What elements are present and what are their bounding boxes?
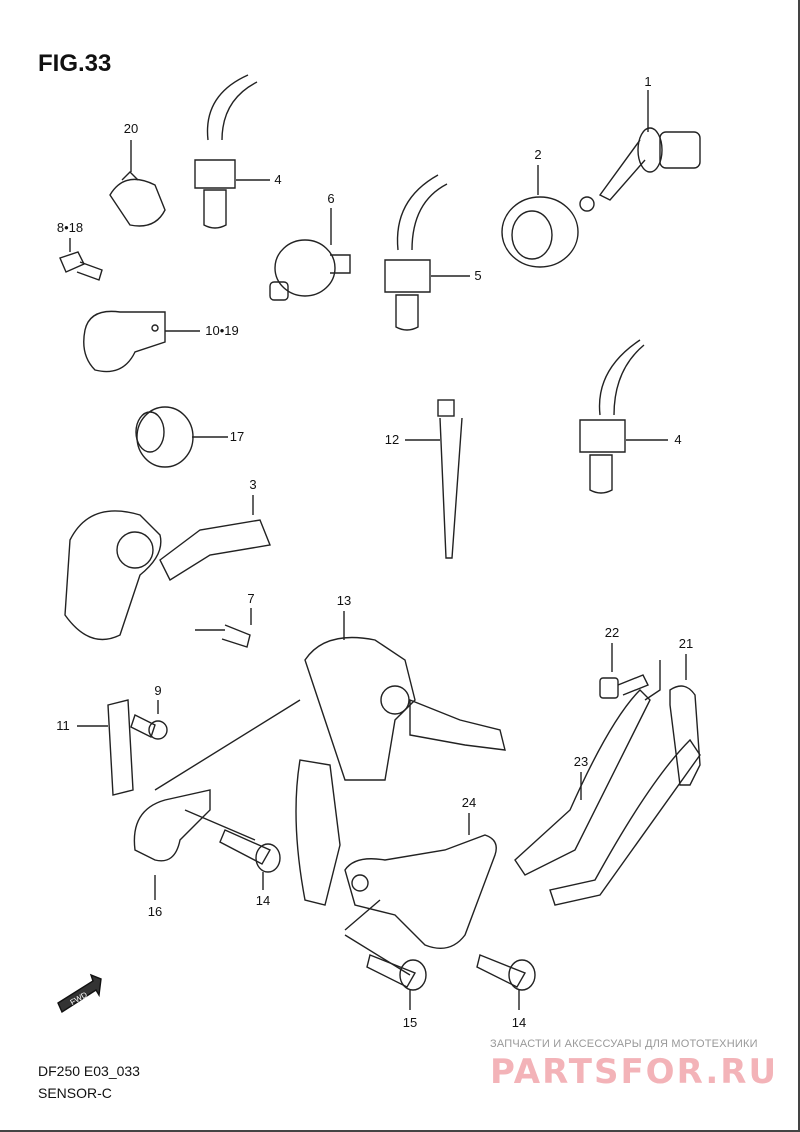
callout-17[interactable]: 17 xyxy=(229,429,245,444)
callout-15[interactable]: 15 xyxy=(402,1015,418,1030)
figure-title: FIG.33 xyxy=(38,50,112,77)
part-6-sensor xyxy=(269,208,351,301)
part-14-bolt-right xyxy=(476,954,536,1010)
callout-4[interactable]: 4 xyxy=(274,172,282,187)
part-8-18-bolt xyxy=(59,238,103,281)
model-code: DF250 E03_033 xyxy=(38,1063,140,1079)
callout-10-19[interactable]: 10•19 xyxy=(205,323,239,338)
callout-20[interactable]: 20 xyxy=(123,121,139,136)
callout-24[interactable]: 24 xyxy=(461,795,477,810)
callout-4-right[interactable]: 4 xyxy=(674,432,682,447)
part-11-strap xyxy=(77,699,134,796)
fwd-arrow-icon xyxy=(57,973,102,1014)
callout-2[interactable]: 2 xyxy=(534,147,542,162)
part-16-clip xyxy=(133,699,301,900)
part-10-19-clamp xyxy=(83,310,200,373)
callout-5[interactable]: 5 xyxy=(474,268,482,283)
part-5-sensor xyxy=(384,174,470,331)
callout-12[interactable]: 12 xyxy=(384,432,400,447)
callout-1[interactable]: 1 xyxy=(644,74,652,89)
callout-7[interactable]: 7 xyxy=(247,591,255,606)
callout-9[interactable]: 9 xyxy=(154,683,162,698)
callout-23[interactable]: 23 xyxy=(573,754,589,769)
callout-8-18[interactable]: 8•18 xyxy=(56,220,84,235)
callout-11[interactable]: 11 xyxy=(56,718,70,733)
part-4-temp-sensor-top xyxy=(194,74,270,229)
part-22-bolt xyxy=(599,643,649,699)
callout-14-bottom[interactable]: 14 xyxy=(511,1015,527,1030)
part-14-bolt-left xyxy=(219,829,281,890)
fwd-label: FWD xyxy=(69,990,89,1007)
part-24-bracket xyxy=(344,813,497,976)
part-20-clip xyxy=(109,140,166,227)
part-12-cable-tie xyxy=(405,399,463,559)
watermark-brand: PARTSFOR.RU xyxy=(490,1052,779,1092)
part-9-screw xyxy=(130,700,168,740)
part-13-bracket xyxy=(295,611,506,906)
part-15-bolt xyxy=(366,954,427,1010)
part-21-bracket xyxy=(644,654,701,786)
callout-21[interactable]: 21 xyxy=(678,636,694,651)
watermark-tagline: ЗАПЧАСТИ И АКСЕССУАРЫ ДЛЯ МОТОТЕХНИКИ xyxy=(490,1038,758,1050)
part-1-sensor xyxy=(579,90,701,212)
callout-16[interactable]: 16 xyxy=(147,904,163,919)
part-4-temp-sensor-right xyxy=(579,339,668,494)
callout-22[interactable]: 22 xyxy=(604,625,620,640)
fwd-label-wrap: FWD xyxy=(69,990,89,1007)
section-name: SENSOR-C xyxy=(38,1085,112,1101)
part-17-grommet xyxy=(135,406,228,468)
part-23-lever xyxy=(514,689,701,906)
callout-13[interactable]: 13 xyxy=(336,593,352,608)
part-2-grommet xyxy=(501,165,579,268)
callout-3[interactable]: 3 xyxy=(249,477,257,492)
callout-6[interactable]: 6 xyxy=(327,191,335,206)
callout-14[interactable]: 14 xyxy=(255,893,271,908)
part-3-trim-sensor xyxy=(64,495,271,648)
